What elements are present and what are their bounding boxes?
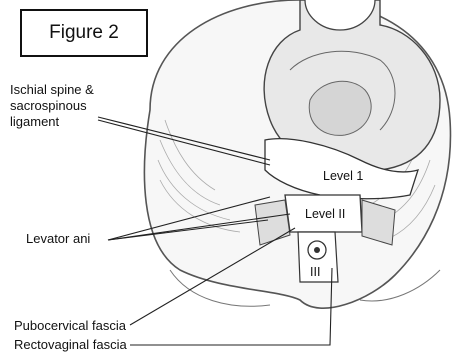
label-rectovaginal-fascia: Rectovaginal fascia: [14, 337, 127, 352]
label-ischial-spine-line3: ligament: [10, 114, 59, 129]
label-ischial-spine-line1: Ischial spine &: [10, 82, 94, 97]
figure-label: Figure 2: [20, 9, 148, 57]
label-levator-ani: Levator ani: [26, 231, 90, 246]
uterus-inner: [309, 81, 371, 135]
label-level-3: III: [310, 265, 320, 279]
urethra-ring-inner: [314, 247, 320, 253]
label-level-2: Level II: [305, 207, 345, 221]
label-ischial-spine-line2: sacrospinous: [10, 98, 87, 113]
label-level-1: Level 1: [323, 169, 363, 183]
label-pubocervical-fascia: Pubocervical fascia: [14, 318, 126, 333]
